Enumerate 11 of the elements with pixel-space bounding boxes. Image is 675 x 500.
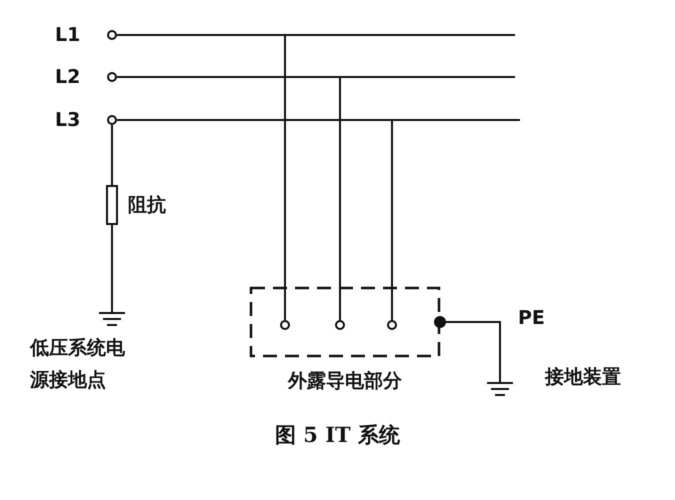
wire	[434, 316, 501, 382]
ground-label: 低压系统电源接地点	[30, 336, 126, 393]
wire	[111, 225, 113, 312]
phase-label: L1	[55, 23, 80, 48]
wire	[111, 125, 113, 185]
phase-label: L2	[55, 65, 80, 90]
ground-label: 接地装置	[545, 365, 621, 390]
figure-caption: 图 5 IT 系统	[274, 421, 401, 449]
phase-label: L3	[55, 108, 80, 133]
enclosure-label: 外露导电部分	[286, 369, 403, 394]
component-label: 阻抗	[128, 193, 166, 218]
